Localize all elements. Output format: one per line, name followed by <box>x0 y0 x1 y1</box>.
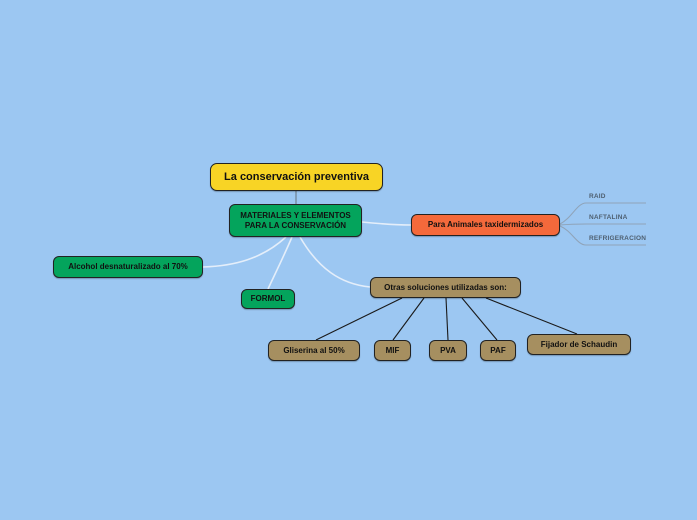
connector-otras-pva <box>445 297 449 341</box>
connector-materiales-alcohol <box>202 236 287 268</box>
node-fijador-schaudin[interactable]: Fijador de Schaudin <box>527 334 631 355</box>
connector-otras-fijador <box>485 297 578 335</box>
node-gliserina[interactable]: Gliserina al 50% <box>268 340 360 361</box>
node-alcohol-desnaturalizado[interactable]: Alcohol desnaturalizado al 70% <box>53 256 203 278</box>
node-root-topic[interactable]: La conservación preventiva <box>210 163 383 191</box>
connector-animales-naftalina <box>559 223 646 226</box>
connector-otras-mif <box>392 297 425 341</box>
node-paf[interactable]: PAF <box>480 340 516 361</box>
node-naftalina[interactable]: NAFTALINA <box>589 214 628 221</box>
node-otras-soluciones[interactable]: Otras soluciones utilizadas son: <box>370 277 521 298</box>
node-materiales[interactable]: MATERIALES Y ELEMENTOS PARA LA CONSERVAC… <box>229 204 362 237</box>
connector-materiales-otras <box>299 236 371 288</box>
node-mif[interactable]: MIF <box>374 340 411 361</box>
node-pva[interactable]: PVA <box>429 340 467 361</box>
connector-otras-paf <box>461 297 498 341</box>
node-animales-taxidermizados[interactable]: Para Animales taxidermizados <box>411 214 560 236</box>
node-refrigeracion[interactable]: REFRIGERACION <box>589 235 647 242</box>
node-raid[interactable]: RAID <box>589 193 606 200</box>
connector-materiales-animales <box>361 221 412 226</box>
connector-materiales-formol <box>267 236 293 290</box>
connector-otras-gliserina <box>315 297 403 341</box>
node-formol[interactable]: FORMOL <box>241 289 295 309</box>
